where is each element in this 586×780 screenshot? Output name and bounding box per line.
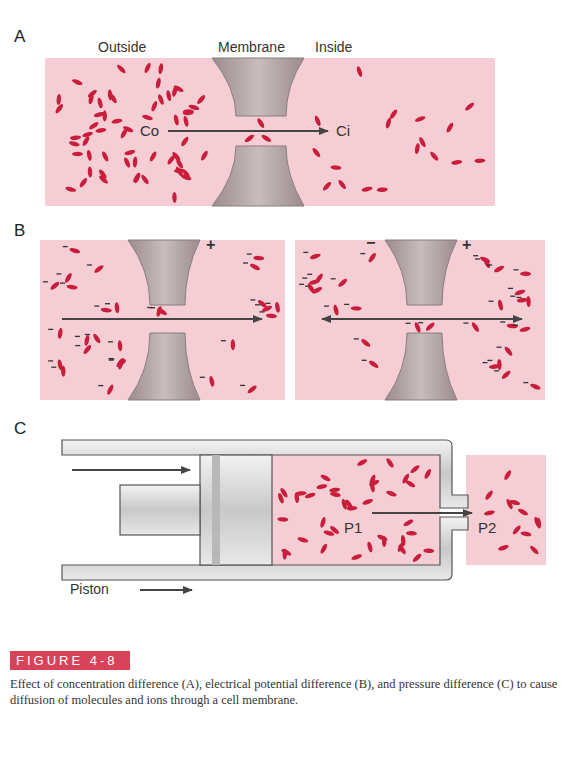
piston-head <box>200 455 272 565</box>
diffusion-arrow <box>62 318 262 320</box>
region-label: Membrane <box>218 40 285 55</box>
figure-number: FIGURE 4-8 <box>10 651 130 670</box>
panel-letter: A <box>14 28 25 47</box>
piston-ring <box>212 455 220 565</box>
membrane <box>212 146 304 206</box>
diffusion-arrow <box>322 318 522 320</box>
panel-letter: B <box>14 222 25 241</box>
membrane <box>212 58 304 116</box>
membrane <box>128 333 200 400</box>
panel-ground <box>295 240 545 400</box>
diffusion-arrow <box>168 130 328 132</box>
concentration-label: Co <box>140 123 159 140</box>
pressure-label: P2 <box>478 520 496 537</box>
panel-ground <box>40 240 285 400</box>
membrane <box>385 240 457 305</box>
charge-sign: + <box>462 236 471 254</box>
region-label: Inside <box>315 40 352 55</box>
molecules <box>43 62 542 563</box>
part-label: Piston <box>70 582 109 597</box>
concentration-label: Ci <box>336 123 350 140</box>
piston-rod <box>120 485 200 535</box>
chamber-ground <box>272 455 440 565</box>
force-arrow <box>72 469 190 471</box>
force-arrow <box>140 589 192 591</box>
outflow-ground <box>466 455 546 565</box>
panel-letter: C <box>14 420 26 439</box>
charge-sign: + <box>206 236 215 254</box>
figure-caption: Effect of concentration difference (A), … <box>10 676 570 709</box>
panel-ground <box>45 58 495 206</box>
pressure-label: P1 <box>344 520 362 537</box>
region-label: Outside <box>98 40 146 55</box>
charge-sign: − <box>366 234 375 252</box>
membrane <box>385 333 457 400</box>
diffusion-arrow <box>372 512 472 514</box>
membrane <box>128 240 200 305</box>
